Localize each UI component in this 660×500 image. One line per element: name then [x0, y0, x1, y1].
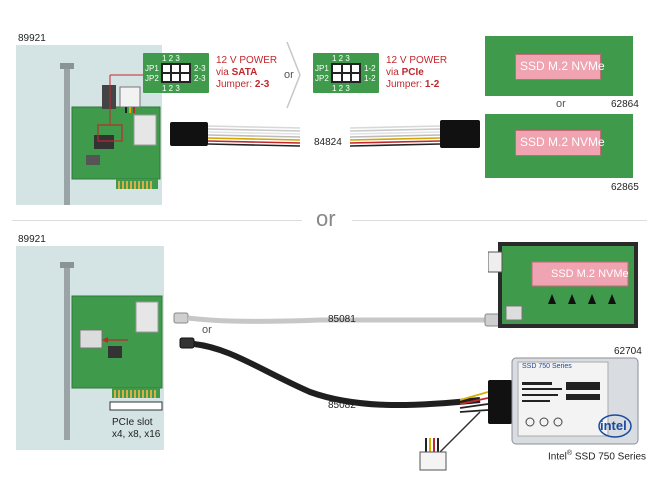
jumper-right-jp2: JP2	[315, 74, 329, 83]
pcie-slot-line1: PCIe slot	[112, 417, 153, 428]
cables-bottom	[173, 312, 500, 409]
enclosure-label: SSD M.2 NVMe	[551, 268, 629, 280]
cable-85081-label: 85081	[328, 314, 356, 325]
jumper-right-bottom-pins: 1 2 3	[332, 84, 350, 93]
jumper-left-top-pins: 1 2 3	[162, 54, 180, 63]
section-divider-right	[352, 220, 647, 221]
cable-84824-label: 84824	[314, 137, 342, 148]
cable-84824	[170, 120, 480, 148]
intel-logo: intel	[600, 418, 627, 433]
top-pcie-card	[60, 63, 161, 205]
bottom-pcie-card	[60, 262, 163, 440]
ssd1-label: SSD M.2 NVMe	[520, 59, 605, 73]
power-pcie-line2: via PCIe	[386, 67, 424, 78]
power-sata-line3: Jumper: 2-3	[216, 79, 270, 90]
ssd-or-label: or	[556, 98, 566, 110]
cable-85082-label: 85082	[328, 400, 356, 411]
ssd2-id: 62865	[611, 182, 639, 193]
jumper-left-jp2: JP2	[145, 74, 159, 83]
intel-ssd-series: SSD 750 Series	[522, 363, 572, 370]
chevron-right-icon	[286, 41, 301, 109]
jumper-left-bottom-pins: 1 2 3	[162, 84, 180, 93]
m2-slot-1	[515, 54, 601, 80]
jumper-right-side2: 1-2	[364, 74, 376, 83]
power-sata-line2: via SATA	[216, 67, 258, 78]
section-divider-left	[12, 220, 302, 221]
jumper-right-top-pins: 1 2 3	[332, 54, 350, 63]
molex-power-connector	[419, 438, 447, 471]
jumper-diagram-pcie	[313, 53, 379, 93]
ssd2-label: SSD M.2 NVMe	[520, 135, 605, 149]
m2-slot-2	[515, 130, 601, 156]
bottom-or-label: or	[202, 324, 212, 336]
u2-connector	[440, 380, 512, 454]
ssd1-id: 62864	[611, 99, 639, 110]
enclosure-id: 62704	[614, 346, 642, 357]
jumper-left-jp1: JP1	[145, 64, 159, 73]
jumper-left-side1: 2-3	[194, 64, 206, 73]
ssd-enclosure-62704	[488, 242, 638, 328]
power-connector	[119, 86, 141, 113]
jumper-diagram-sata	[143, 53, 209, 93]
intel-ssd-750	[511, 357, 639, 445]
pcie-slot-line2: x4, x8, x16	[112, 429, 161, 440]
jumper-right-side1: 1-2	[364, 64, 376, 73]
intel-ssd-caption: Intel® SSD 750 Series	[548, 450, 647, 463]
jumper-right-jp1: JP1	[315, 64, 329, 73]
power-pcie-line1: 12 V POWER	[386, 55, 448, 66]
power-sata-line1: 12 V POWER	[216, 55, 278, 66]
bottom-product-id: 89921	[18, 234, 46, 245]
jumper-left-side2: 2-3	[194, 74, 206, 83]
section-divider-or: or	[316, 206, 336, 231]
power-pcie-line3: Jumper: 1-2	[386, 79, 440, 90]
top-or-label: or	[284, 69, 294, 81]
top-product-id: 89921	[18, 33, 46, 44]
